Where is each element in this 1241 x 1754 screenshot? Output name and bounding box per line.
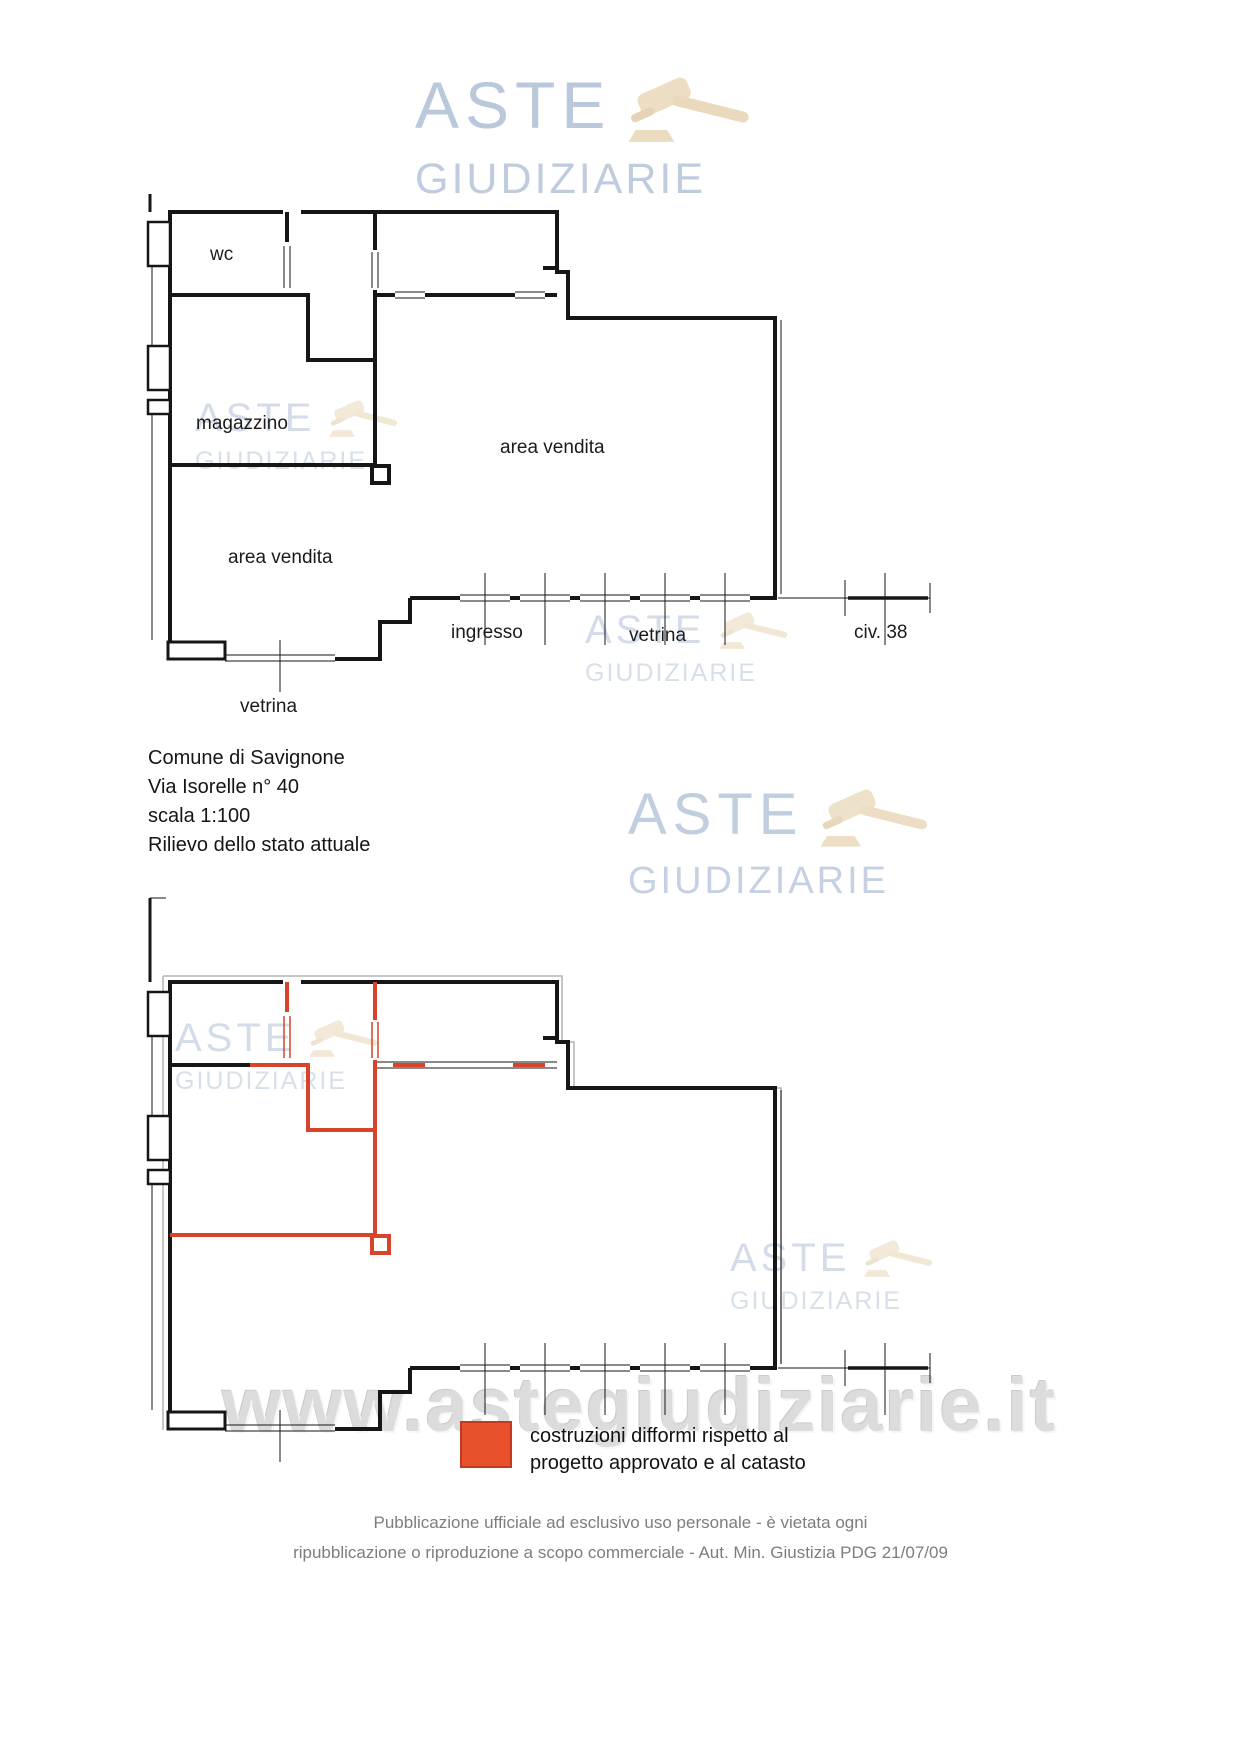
room-label-magazzino: magazzino	[196, 413, 288, 434]
room-label-area-vendita-left: area vendita	[228, 547, 333, 568]
label-civico-38: civ. 38	[854, 622, 908, 643]
aste-giudiziarie-watermark-top: ASTE GIUDIZIARIE	[415, 72, 759, 201]
gavel-icon	[820, 789, 927, 847]
info-scala: scala 1:100	[148, 805, 251, 827]
watermark-giudiziarie-text: GIUDIZIARIE	[415, 155, 707, 203]
watermark-aste-text: ASTE	[195, 396, 316, 440]
watermark-giudiziarie-text: GIUDIZIARIE	[730, 1287, 903, 1315]
watermark-giudiziarie-text: GIUDIZIARIE	[195, 447, 368, 475]
plan2-black-interior	[148, 897, 557, 1069]
watermark-giudiziarie-text: GIUDIZIARIE	[585, 659, 758, 687]
watermark-aste-text: ASTE	[585, 608, 706, 652]
legend-line-2: progetto approvato e al catasto	[530, 1452, 806, 1474]
legend-red-swatch	[460, 1421, 512, 1468]
plan2-walls	[146, 897, 932, 1464]
label-vetrina-front: vetrina	[629, 625, 687, 646]
watermark-giudiziarie-text: GIUDIZIARIE	[175, 1067, 348, 1095]
plan2-cadastre-overlay	[162, 975, 782, 1430]
watermark-aste-text: ASTE	[628, 782, 804, 847]
legend-line-1: costruzioni difformi rispetto al	[530, 1425, 789, 1447]
plan1-walls	[146, 192, 932, 694]
watermark-giudiziarie-text: GIUDIZIARIE	[628, 860, 890, 902]
watermark-aste-text: ASTE	[730, 1236, 851, 1280]
gavel-icon	[864, 1240, 933, 1277]
gavel-icon	[628, 77, 750, 142]
watermark-aste-text: ASTE	[415, 68, 612, 142]
aste-giudiziarie-watermark-small-2: ASTE GIUDIZIARIE	[585, 610, 793, 686]
footer-line-2: ripubblicazione o riproduzione a scopo c…	[293, 1543, 948, 1562]
info-via: Via Isorelle n° 40	[148, 776, 300, 798]
website-watermark: www.astegiudiziarie.it	[222, 1363, 1058, 1448]
info-rilievo: Rilievo dello stato attuale	[148, 834, 371, 856]
info-comune: Comune di Savignone	[148, 747, 345, 769]
aste-giudiziarie-watermark-small-1: ASTE GIUDIZIARIE	[195, 398, 403, 474]
footer: Pubblicazione ufficiale ad esclusivo uso…	[0, 1508, 1241, 1568]
room-label-area-vendita-right: area vendita	[500, 437, 605, 458]
plan1-interior-walls	[170, 212, 557, 485]
gavel-icon	[719, 612, 788, 649]
aste-giudiziarie-watermark-mid: ASTE GIUDIZIARIE	[628, 786, 936, 900]
label-ingresso: ingresso	[451, 622, 523, 643]
legend-text: costruzioni difformi rispetto al progett…	[530, 1421, 806, 1477]
watermark-aste-text: ASTE	[175, 1016, 296, 1060]
aste-giudiziarie-watermark-small-4: ASTE GIUDIZIARIE	[730, 1238, 938, 1314]
room-label-wc: wc	[210, 244, 234, 265]
footer-line-1: Pubblicazione ufficiale ad esclusivo uso…	[373, 1513, 868, 1532]
plan2-difform-walls	[170, 982, 545, 1255]
label-vetrina-bottom: vetrina	[240, 696, 298, 717]
aste-giudiziarie-watermark-small-3: ASTE GIUDIZIARIE	[175, 1018, 383, 1094]
plan-info-block: Comune di Savignone Via Isorelle n° 40 s…	[148, 744, 370, 860]
gavel-icon	[309, 1020, 378, 1057]
legend: costruzioni difformi rispetto al progett…	[460, 1421, 806, 1477]
